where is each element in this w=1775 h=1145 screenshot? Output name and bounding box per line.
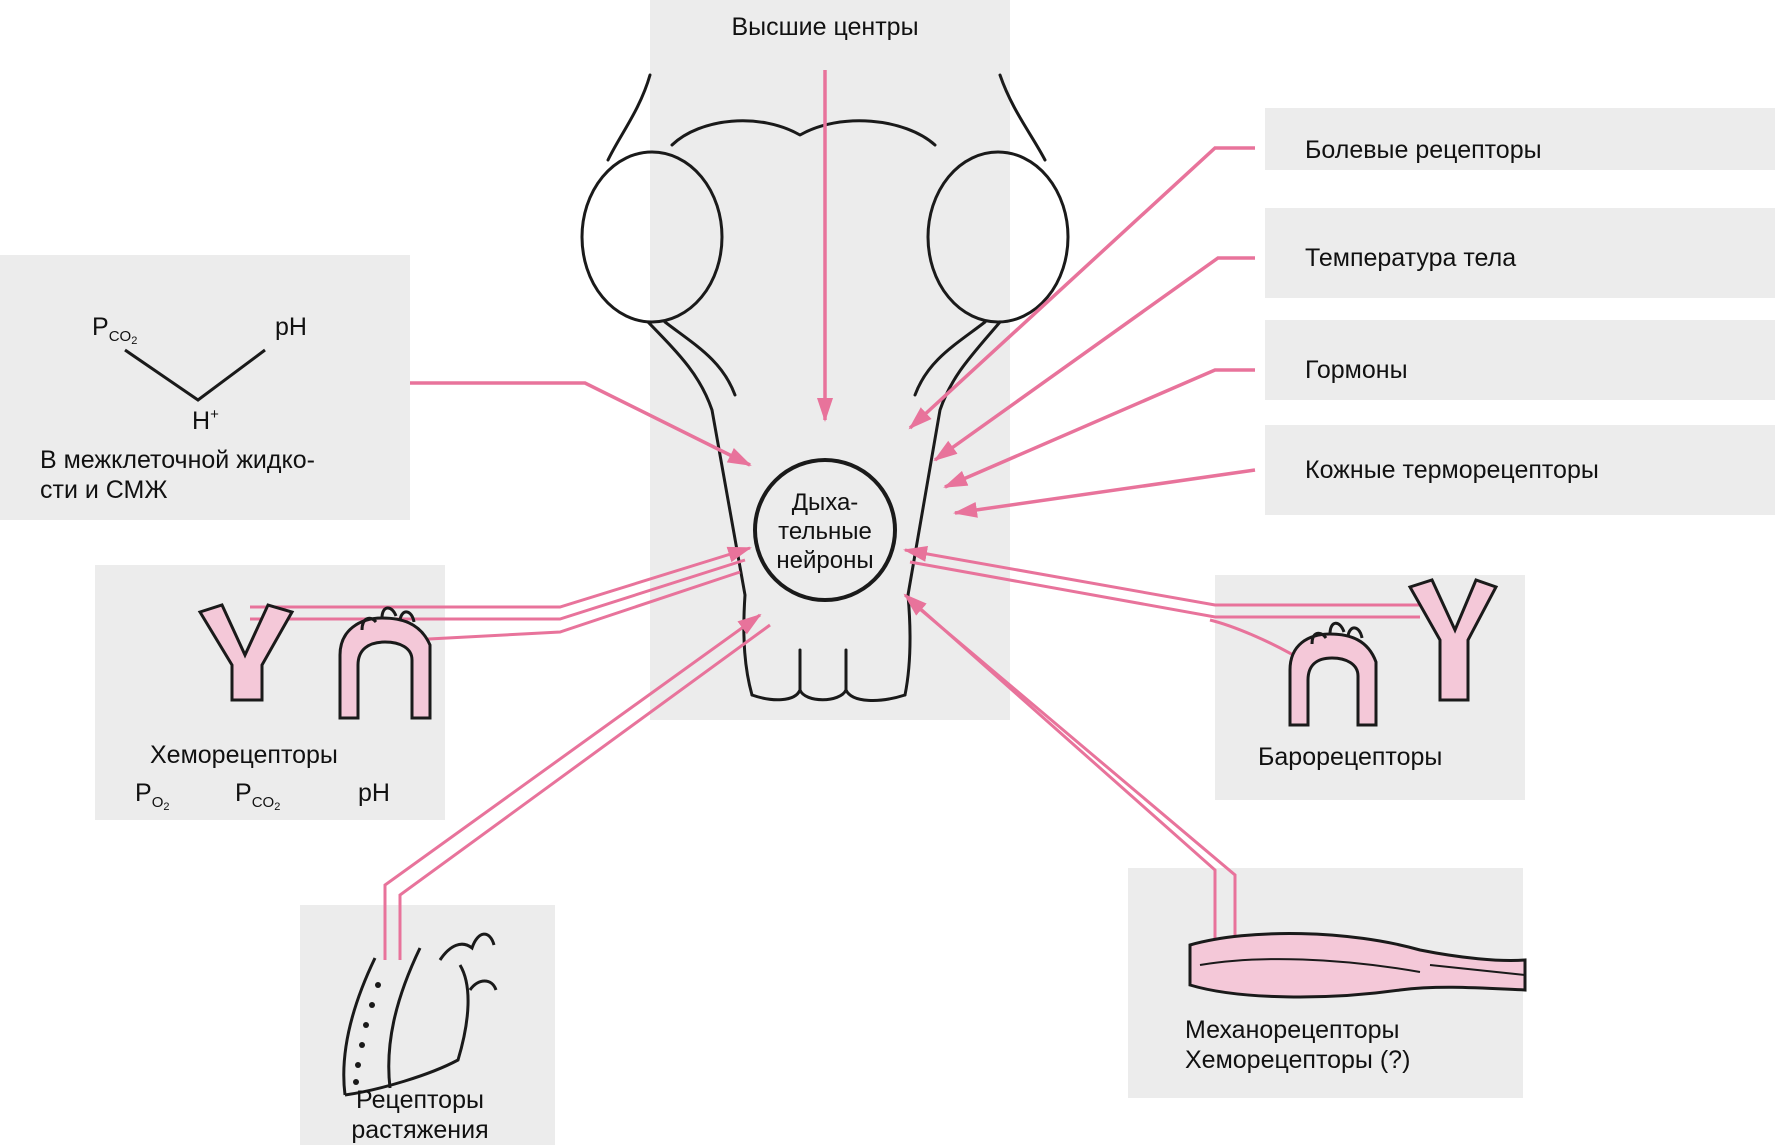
chemo-pco2-label: PCO2 [235, 778, 280, 822]
center-line-2: тельные [750, 517, 900, 546]
body-temperature-label: Температура тела [1305, 243, 1516, 273]
pain-receptors-label: Болевые рецепторы [1305, 135, 1542, 165]
respiratory-neurons-label: Дыха- тельные нейроны [750, 488, 900, 575]
po2-p: P [135, 779, 152, 807]
chemo-ph-label: pH [358, 778, 390, 808]
fluid-caption-2: сти и СМЖ [40, 475, 315, 505]
muscle-receptors-label: Механорецепторы Хеморецепторы (?) [1185, 1015, 1410, 1075]
stretch-line-2: растяжения [330, 1115, 510, 1145]
muscle-line-1: Механорецепторы [1185, 1015, 1410, 1045]
skin-thermoreceptors-label: Кожные терморецепторы [1305, 455, 1599, 485]
center-line-3: нейроны [750, 546, 900, 575]
chemo-pco2-subsub: 2 [274, 801, 280, 813]
hormones-label: Гормоны [1305, 355, 1408, 385]
fluid-caption: В межклеточной жидко- сти и СМЖ [40, 445, 315, 505]
fluid-v-lines [0, 0, 410, 460]
stretch-line-1: Рецепторы [330, 1085, 510, 1115]
baroreceptors-label: Барорецепторы [1258, 742, 1442, 772]
chemo-po2-label: PO2 [135, 778, 169, 822]
chemoreceptors-label: Хеморецепторы [150, 740, 338, 770]
muscle-line-2: Хеморецепторы (?) [1185, 1045, 1410, 1075]
chemo-pco2-sub: CO [252, 794, 275, 811]
chemo-pco2-p: P [235, 779, 252, 807]
fluid-caption-1: В межклеточной жидко- [40, 445, 315, 475]
po2-subsub: 2 [163, 801, 169, 813]
stretch-receptors-label: Рецепторы растяжения [330, 1085, 510, 1145]
center-line-1: Дыха- [750, 488, 900, 517]
higher-centers-label: Высшие центры [695, 12, 955, 42]
po2-sub: O [152, 794, 164, 811]
